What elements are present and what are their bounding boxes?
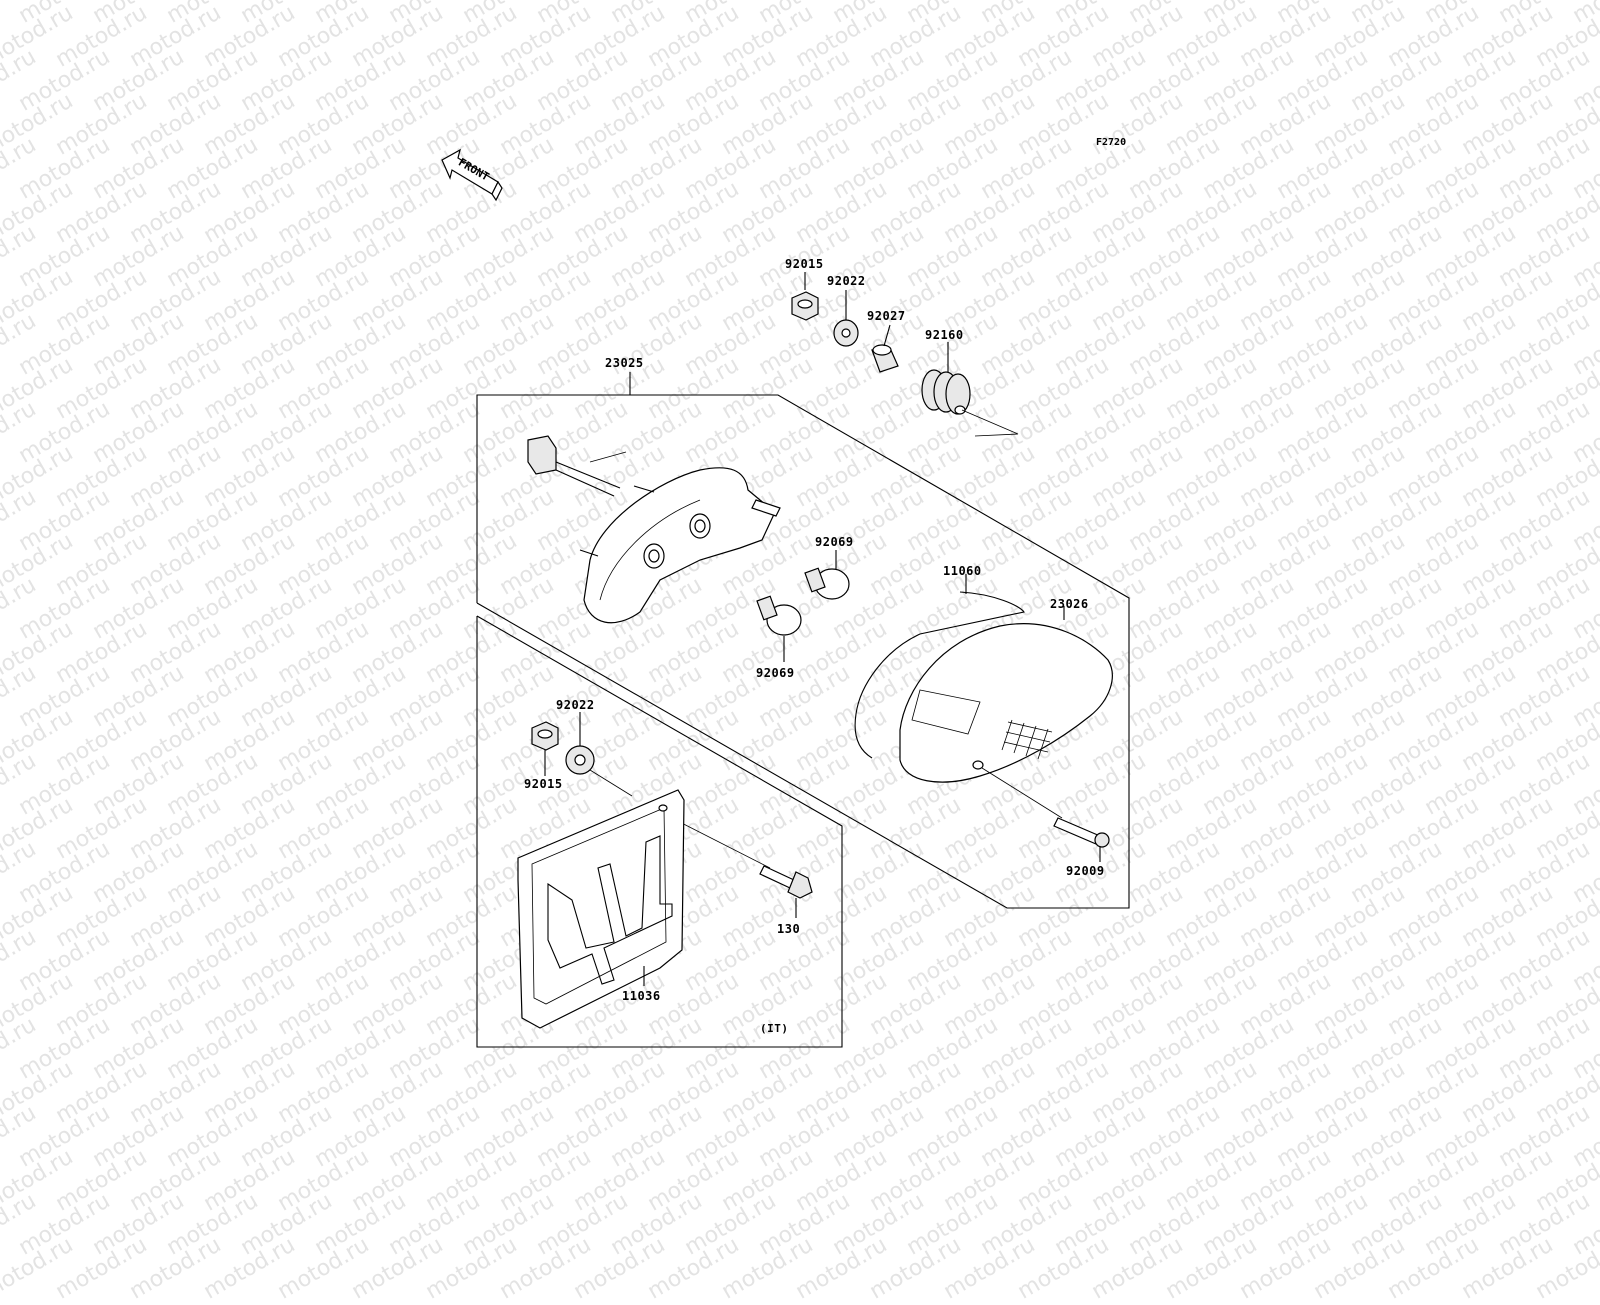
watermark-text: motod.ru [791, 1232, 892, 1305]
watermark-text: motod.ru [273, 1232, 374, 1305]
front-arrow-icon: FRONT [441, 148, 503, 202]
nut-icon [531, 721, 559, 776]
part-label-washer-top: 92022 [827, 274, 866, 288]
watermark-text: motod.ru [347, 1232, 448, 1305]
part-label-bulb-lower: 92069 [756, 666, 795, 680]
part-label-bulb-upper: 92069 [815, 535, 854, 549]
exploded-parts-diagram: FRONT [441, 148, 1130, 1048]
gasket-icon [854, 574, 1025, 759]
watermark-text: motod.ru [495, 1232, 596, 1305]
license-plate-bracket-icon [517, 789, 685, 1029]
bulb-icon [756, 595, 802, 662]
part-label-license-plate-bracket: 11036 [622, 989, 661, 1003]
watermark-text: motod.ru [643, 1232, 744, 1305]
washer-icon [565, 712, 633, 797]
watermark-text: motod.ru [1383, 1232, 1484, 1305]
part-label-nut-plate: 92015 [524, 777, 563, 791]
region-note: (IT) [760, 1022, 789, 1035]
part-label-screw-lens: 92009 [1066, 864, 1105, 878]
grommet-icon [921, 342, 1019, 437]
screw-icon [981, 767, 1110, 862]
watermark-text: motod.ru [1087, 1232, 1188, 1305]
part-label-gasket: 11060 [943, 564, 982, 578]
watermark-text: motod.ru [1309, 1232, 1410, 1305]
watermark-text: motod.ru [569, 1232, 670, 1305]
watermark-text: motod.ru [0, 1232, 78, 1305]
tail-light-lens-icon [899, 606, 1113, 783]
watermark-text: motod.ru [51, 1232, 152, 1305]
watermark-text: motod.ru [1235, 1232, 1336, 1305]
part-label-bolt-plate: 130 [777, 922, 801, 936]
part-label-washer-plate: 92022 [556, 698, 595, 712]
watermark-text: motod.ru [199, 1232, 300, 1305]
plate-assembly-frame [476, 615, 843, 1048]
watermark-text: motod.ru [1013, 1232, 1114, 1305]
part-label-collar: 92027 [867, 309, 906, 323]
housing-assembly-frame [476, 394, 1130, 909]
nut-icon [791, 272, 819, 321]
tail-light-housing-icon [527, 435, 781, 624]
watermark-text: motod.ru [1161, 1232, 1262, 1305]
part-label-grommet: 92160 [925, 328, 964, 342]
figure-code: F2720 [1096, 137, 1127, 148]
watermark-text: motod.ru [421, 1232, 522, 1305]
collar-icon [871, 324, 899, 373]
washer-icon [833, 290, 859, 347]
watermark-text: motod.ru [717, 1232, 818, 1305]
part-label-housing: 23025 [605, 356, 644, 370]
bulb-icon [804, 550, 850, 600]
watermark-text: motod.ru [1457, 1232, 1558, 1305]
watermark-text: motod.ru [125, 1232, 226, 1305]
watermark-text: motod.ru [865, 1232, 966, 1305]
watermark-text: motod.ru [1531, 1232, 1600, 1305]
watermark-text: motod.ru [939, 1232, 1040, 1305]
part-label-nut-top: 92015 [785, 257, 824, 271]
part-label-lens: 23026 [1050, 597, 1089, 611]
